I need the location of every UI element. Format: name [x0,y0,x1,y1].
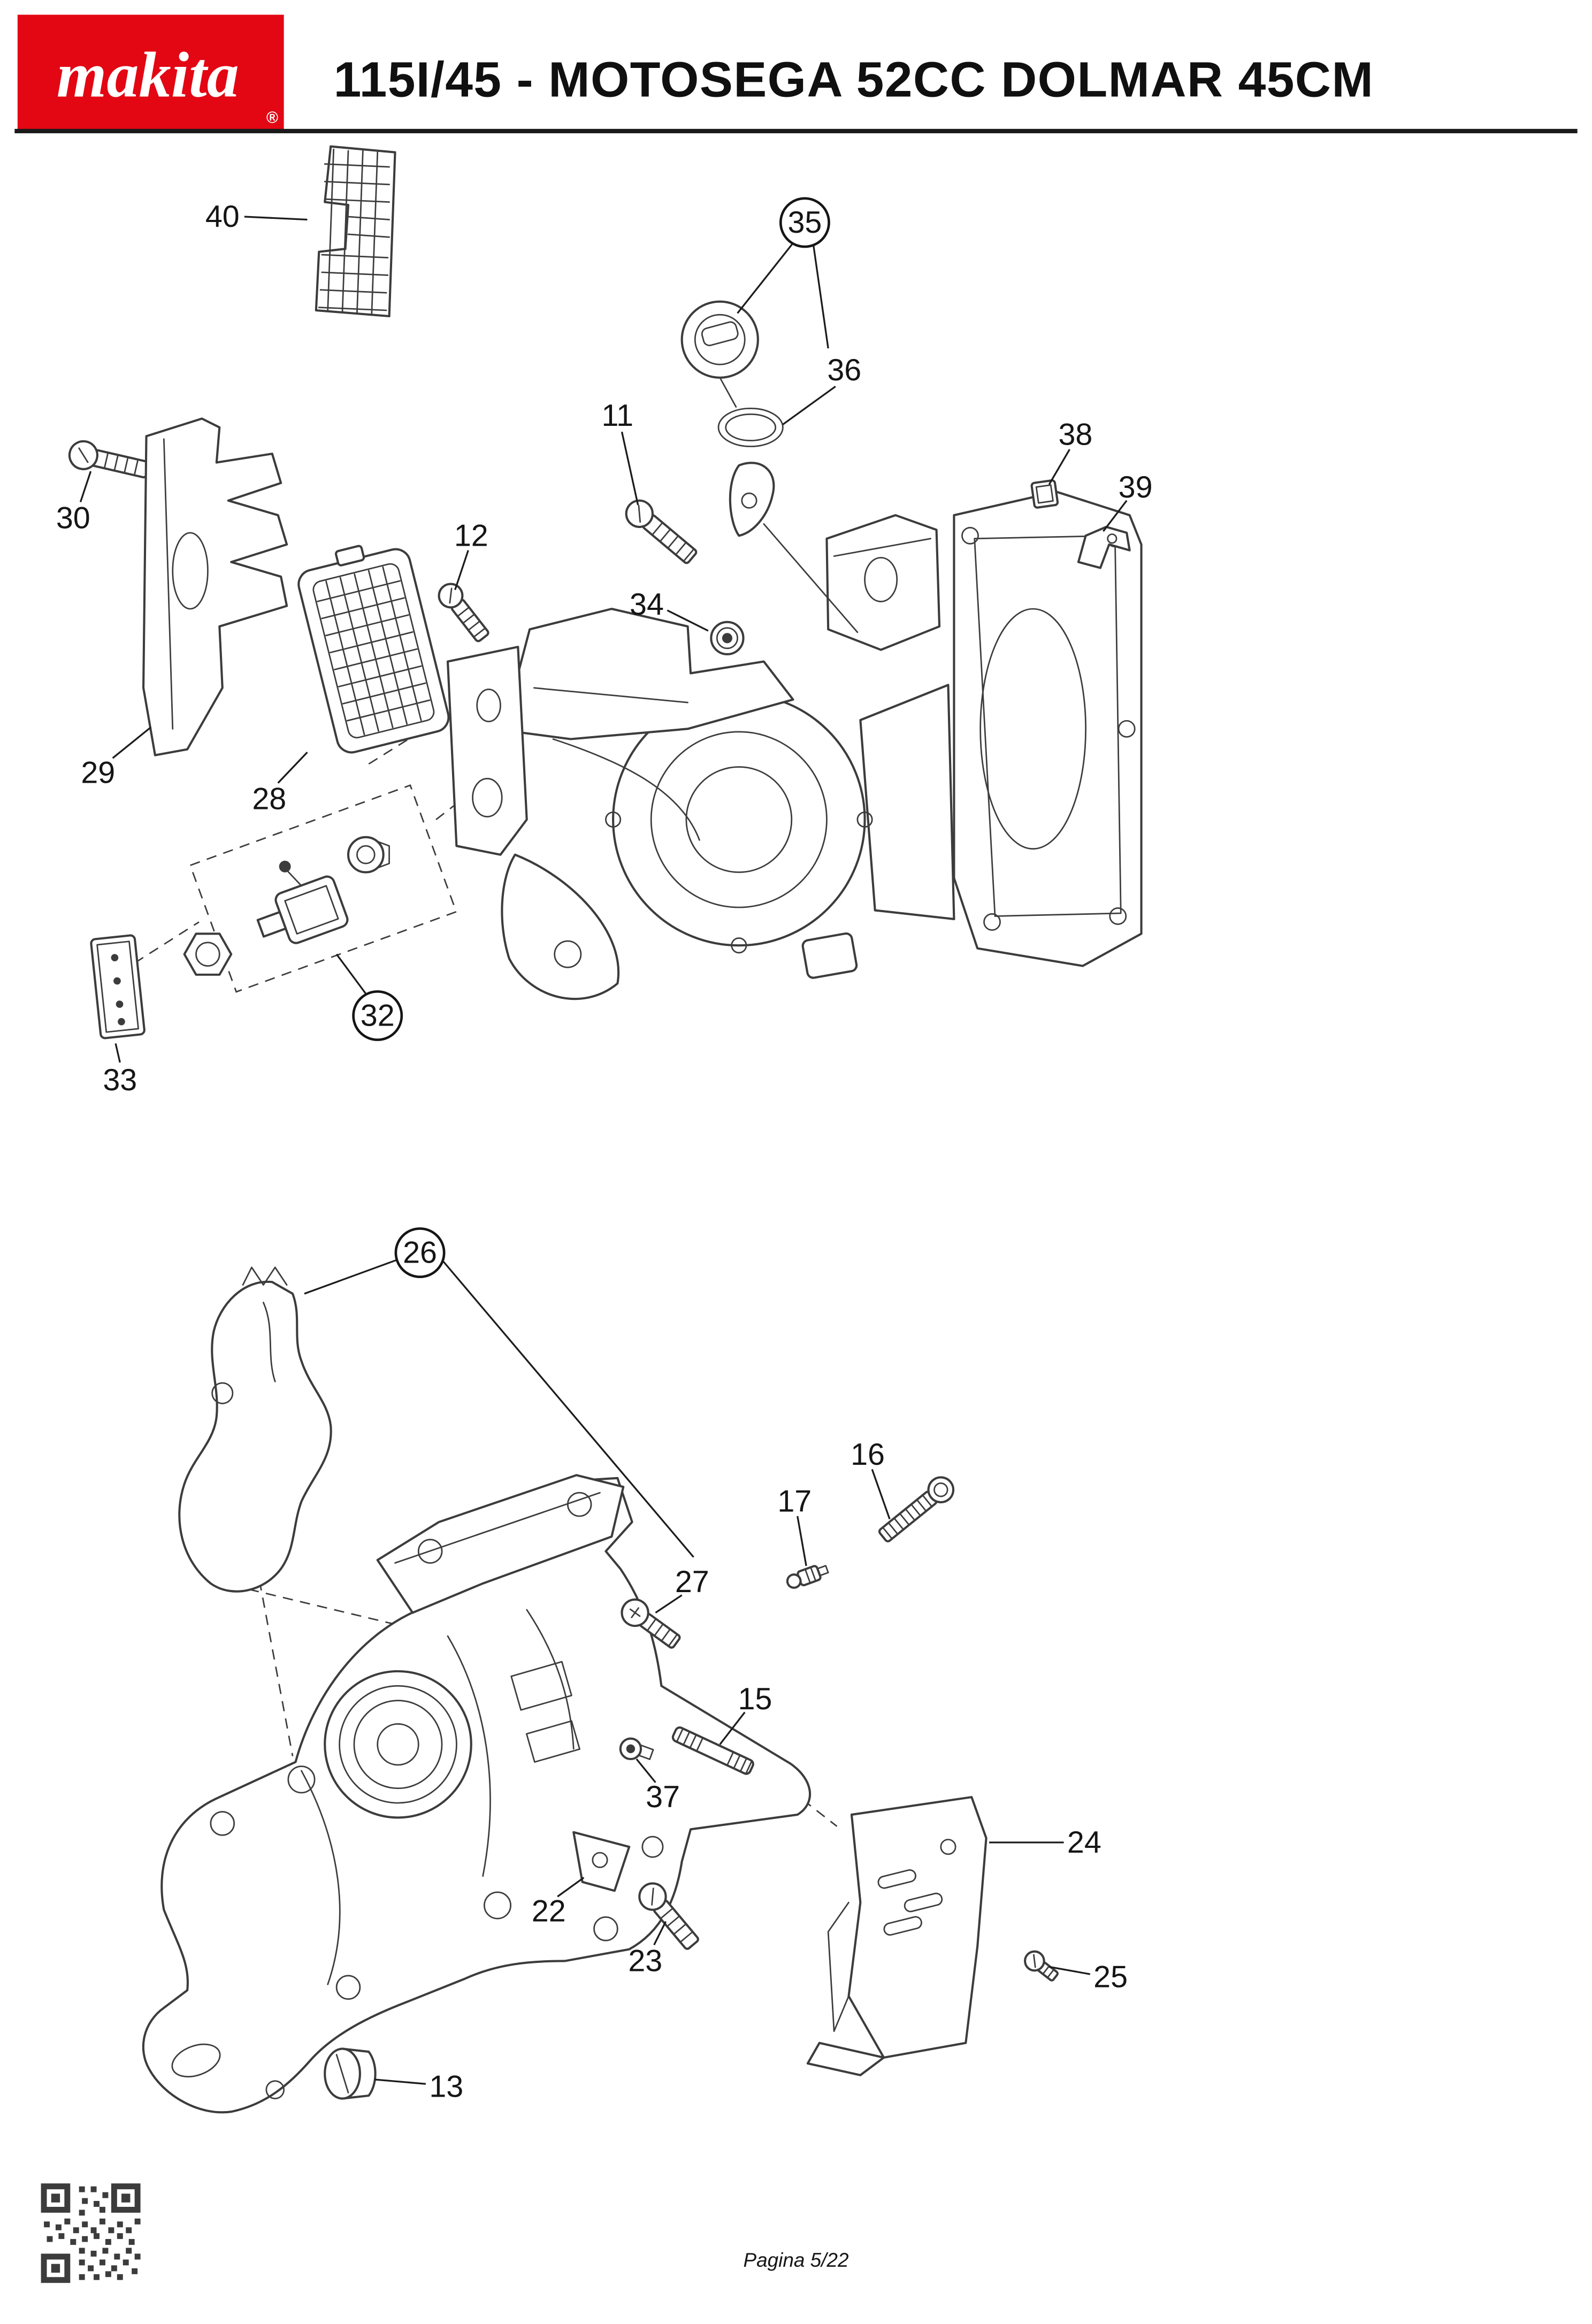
qr-code-icon [41,2183,141,2283]
frame-mesh [317,566,431,736]
callout-35: 35 [779,197,830,248]
part-32-switch-assembly [183,784,457,993]
part-24-cover-plate [806,1796,988,2076]
callout-39: 39 [1119,470,1153,504]
callout-37: 37 [646,1780,680,1814]
screw-27 [621,1598,681,1649]
front-mount-bracket [446,646,528,856]
callout-33: 33 [103,1063,137,1097]
lower-mount-lug [501,853,619,1000]
callout-32: 32 [352,990,403,1041]
screw-30 [68,440,150,479]
callout-13: 13 [429,2070,463,2104]
fuel-tank-section [859,684,955,920]
crankcase-bottom-half [142,1477,812,2114]
part-35-fuel-cap [680,300,759,408]
part-26-brake-lever [178,1266,332,1593]
handle-bracket [825,514,941,651]
part-13-plug [324,2047,377,2100]
filter-mesh [318,148,390,316]
part-39-bracket [1077,525,1131,569]
screw-11 [625,499,698,564]
stop-switch [256,860,349,944]
part-37-plug [619,1737,654,1761]
callout-17: 17 [777,1485,812,1519]
callout-36: 36 [827,353,861,387]
svg-text:32: 32 [361,998,395,1033]
part-38-clip [1030,479,1059,509]
callout-16: 16 [851,1438,885,1472]
part-28-filter-frame [297,545,450,754]
cylinder-mount-body [514,608,794,740]
screw-12 [438,583,489,643]
svg-text:26: 26 [403,1236,437,1270]
page-number: Pagina 5/22 [743,2249,848,2271]
construction-line [134,921,200,964]
header: makita ® 115I/45 - MOTOSEGA 52CC DOLMAR … [14,14,1578,134]
callout-26: 26 [394,1227,446,1279]
callout-29: 29 [81,755,115,790]
page-title: 115I/45 - MOTOSEGA 52CC DOLMAR 45CM [334,52,1374,108]
makita-logo: makita [57,40,239,111]
part-40-air-filter [315,145,396,318]
part-36-o-ring [717,407,784,447]
spigot [801,932,858,979]
leader-lines-bottom [304,1259,1091,2085]
stud-15 [671,1726,754,1775]
callout-30: 30 [56,501,90,535]
screw-25 [1024,1950,1059,1982]
leader-lines-top [79,216,1128,1063]
part-34-bushing [710,621,745,655]
callout-24: 24 [1067,1825,1101,1860]
switch-grommet [347,836,390,874]
callout-25: 25 [1093,1960,1128,1994]
callout-27: 27 [675,1565,709,1599]
exploded-diagram-top: 40 35 36 11 38 39 30 12 34 29 28 32 33 [56,145,1153,1097]
part-33-contact-plate [90,934,146,1039]
callout-38: 38 [1058,418,1092,452]
callout-23: 23 [628,1944,662,1978]
logo-background [17,14,284,132]
exploded-diagram-bottom: 26 16 17 27 15 37 24 22 23 25 13 [142,1227,1128,2114]
top-mount-bracket [376,1474,625,1614]
logo-registered-mark: ® [266,109,278,127]
header-divider [14,128,1578,134]
callout-11: 11 [601,399,633,433]
screw-23 [638,1882,699,1950]
callout-12: 12 [454,518,488,553]
part-17-fitting [786,1565,829,1589]
screw-16 [878,1476,955,1542]
crankcase-rear-flange [953,491,1143,967]
part-29-baffle-plate [142,417,288,756]
crankcase-front-half [605,685,873,954]
callout-15: 15 [738,1682,772,1716]
svg-text:35: 35 [787,205,822,240]
part-22-chain-catcher [572,1831,631,1892]
callout-40: 40 [205,200,240,234]
body-contour [552,738,700,841]
callout-22: 22 [532,1894,566,1928]
switch-nut [183,932,233,976]
callout-28: 28 [252,782,286,816]
construction-line [368,719,440,765]
qr-code [41,2183,141,2283]
cap-retainer-strap [729,462,859,633]
callout-34: 34 [630,587,664,622]
